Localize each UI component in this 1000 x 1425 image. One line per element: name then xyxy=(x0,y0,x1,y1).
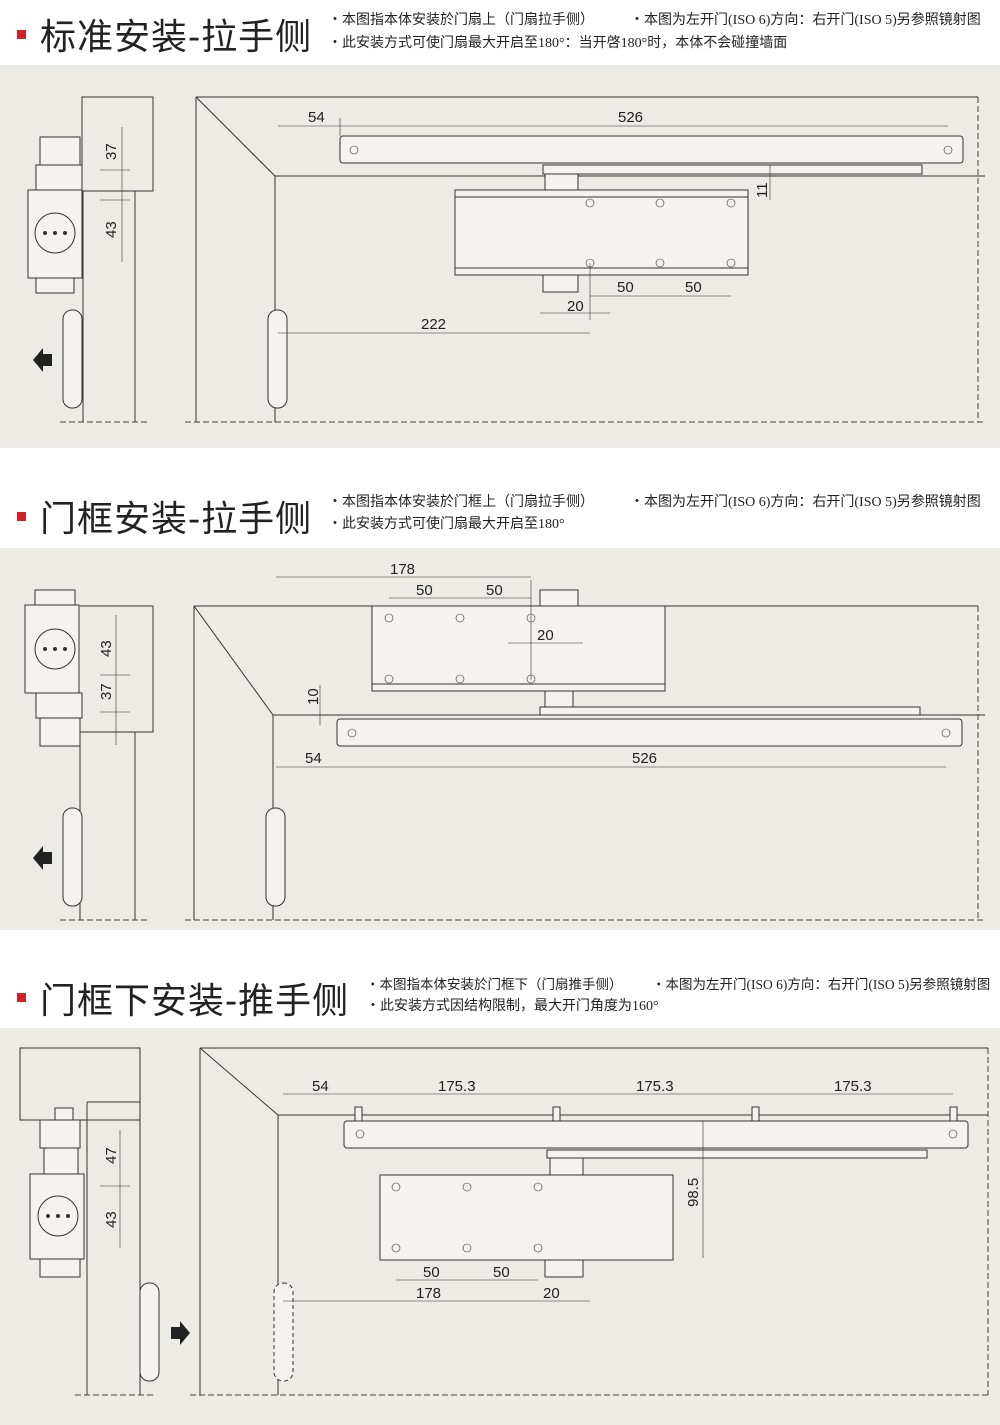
front-view: 54 175.3 175.3 175.3 98.5 50 50 178 20 xyxy=(190,1047,989,1396)
dim-20: 20 xyxy=(567,298,584,315)
dim-43: 43 xyxy=(103,1211,120,1228)
note: ・此安装方式因结构限制，最大开门角度为160° xyxy=(366,999,659,1014)
arm xyxy=(336,718,963,747)
note: ・本图为左开门(ISO 6)方向：右开门(ISO 5)另参照镜射图 xyxy=(630,13,981,28)
note: ・本图为左开门(ISO 6)方向：右开门(ISO 5)另参照镜射图 xyxy=(652,977,991,992)
arrow-left-icon xyxy=(33,348,52,372)
diagram-frame-install: 43 37 178 50 50 20 10 54 526 xyxy=(0,548,1000,930)
note: ・本图指本体安装於门框上（门扇拉手侧） xyxy=(328,495,594,510)
dim-11: 11 xyxy=(754,182,771,198)
bullet-icon xyxy=(17,993,26,1002)
dim-178: 178 xyxy=(416,1285,441,1302)
dim-47: 47 xyxy=(103,1147,120,1164)
diagram-under-frame-install: 47 43 54 175.3 175.3 175.3 98.5 50 50 17… xyxy=(0,1028,1000,1425)
section-title: 标准安装-拉手侧 xyxy=(40,17,313,58)
section-title: 门框安装-拉手侧 xyxy=(40,499,313,540)
dim-54: 54 xyxy=(308,109,325,126)
dim-50: 50 xyxy=(486,582,503,599)
note: ・本图为左开门(ISO 6)方向：右开门(ISO 5)另参照镜射图 xyxy=(630,495,981,510)
dim-43: 43 xyxy=(98,640,115,657)
dim-54: 54 xyxy=(312,1078,329,1095)
section-3-header: 门框下安装-推手侧 ・本图指本体安装於门框下（门扇推手侧） ・本图为左开门(IS… xyxy=(0,930,1000,1028)
note: ・此安装方式可使门扇最大开启至180° xyxy=(328,517,565,532)
side-view: 47 43 xyxy=(19,1047,190,1396)
section-1-header: 标准安装-拉手侧 ・本图指本体安装於门扇上（门扇拉手侧） ・本图为左开门(ISO… xyxy=(0,0,1000,65)
dim-54: 54 xyxy=(305,750,322,767)
dim-37: 37 xyxy=(98,683,115,700)
dim-50: 50 xyxy=(617,279,634,296)
dim-222: 222 xyxy=(421,316,446,333)
dim-175-3: 175.3 xyxy=(834,1078,872,1095)
closer-body xyxy=(371,605,666,692)
section-2-header: 门框安装-拉手侧 ・本图指本体安装於门框上（门扇拉手侧） ・本图为左开门(ISO… xyxy=(0,448,1000,548)
arrow-left-icon xyxy=(33,846,52,870)
dim-37: 37 xyxy=(103,143,120,160)
side-view: 37 43 xyxy=(27,96,154,423)
closer-body xyxy=(379,1174,674,1261)
bullet-icon xyxy=(17,30,26,39)
dim-178: 178 xyxy=(390,561,415,578)
side-view: 43 37 xyxy=(24,589,154,921)
arm xyxy=(343,1120,969,1149)
closer-body xyxy=(454,189,749,276)
diagram-standard-install: 37 43 54 526 11 50 50 20 222 xyxy=(0,65,1000,448)
dim-20: 20 xyxy=(537,627,554,644)
arm xyxy=(339,135,964,164)
dim-98-5: 98.5 xyxy=(685,1178,702,1207)
note: ・此安装方式可使门扇最大开启至180°：当开啓180°时，本体不会碰撞墙面 xyxy=(328,36,788,51)
dim-20: 20 xyxy=(543,1285,560,1302)
front-view: 178 50 50 20 10 54 526 xyxy=(185,561,985,921)
bullet-icon xyxy=(17,512,26,521)
note: ・本图指本体安装於门扇上（门扇拉手侧） xyxy=(328,13,594,28)
dim-50: 50 xyxy=(493,1264,510,1281)
front-view: 54 526 11 50 50 20 222 xyxy=(185,96,985,423)
dim-175-3: 175.3 xyxy=(636,1078,674,1095)
dim-43: 43 xyxy=(103,221,120,238)
dim-50: 50 xyxy=(685,279,702,296)
section-title: 门框下安装-推手侧 xyxy=(40,981,350,1022)
note: ・本图指本体安装於门框下（门扇推手侧） xyxy=(366,977,623,992)
dim-10: 10 xyxy=(305,688,322,705)
dim-526: 526 xyxy=(632,750,657,767)
arrow-right-icon xyxy=(171,1321,190,1345)
dim-50: 50 xyxy=(416,582,433,599)
dim-50: 50 xyxy=(423,1264,440,1281)
dim-175-3: 175.3 xyxy=(438,1078,476,1095)
dim-526: 526 xyxy=(618,109,643,126)
